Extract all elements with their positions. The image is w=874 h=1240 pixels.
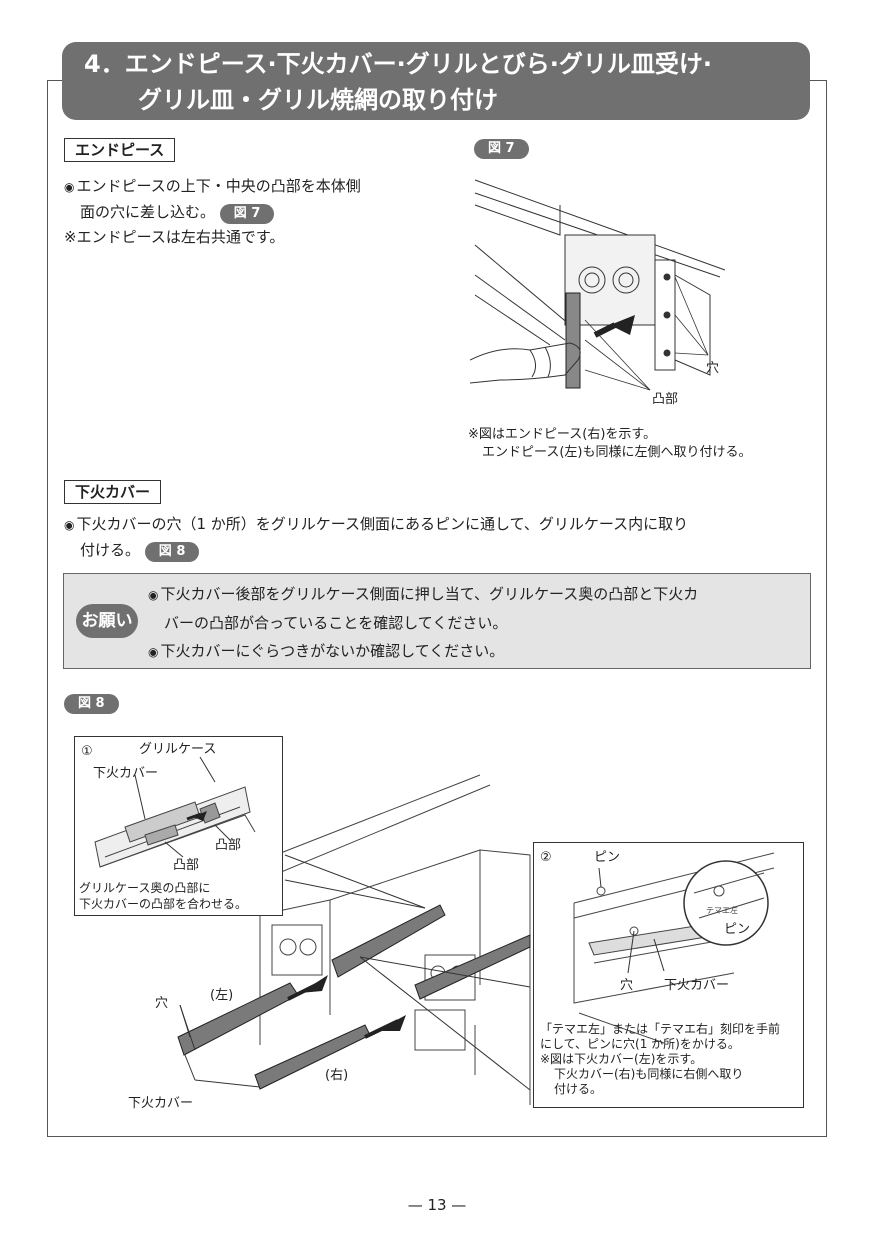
- endpiece-instructions: エンドピースの上下・中央の凸部を本体側 面の穴に差し込む。 図 7 ※エンドピー…: [64, 174, 361, 250]
- inset1-boss-1: 凸部: [215, 838, 241, 853]
- inset2-caption-5: 付ける。: [554, 1082, 602, 1096]
- fig8-hole-label: 穴: [155, 996, 168, 1011]
- inset2-cover: 下火カバー: [664, 978, 729, 993]
- endpiece-text-2: 面の穴に差し込む。: [80, 203, 216, 221]
- fig8-inset-1: ① グリルケース 下火カバー 凸部 凸部 グリルケース奥の凸部に 下火カバーの凸…: [74, 736, 283, 916]
- endpiece-text-1: エンドピースの上下・中央の凸部を本体側: [76, 177, 361, 195]
- inset1-boss-2: 凸部: [173, 858, 199, 873]
- page-number: — 13 —: [407, 1196, 467, 1214]
- request-box: お願い 下火カバー後部をグリルケース側面に押し当て、グリルケース奥の凸部と下火カ…: [63, 573, 811, 669]
- inset2-num: ②: [540, 850, 552, 865]
- fig7-caption: ※図はエンドピース(右)を示す。 エンドピース(左)も同様に左側へ取り付ける。: [468, 426, 752, 462]
- inset1-num: ①: [81, 744, 93, 759]
- inset1-caption-2: 下火カバーの凸部を合わせる。: [79, 896, 247, 911]
- inset1-grill-case: グリルケース: [139, 742, 216, 757]
- fig8-pill: 図 8: [64, 694, 119, 714]
- fig8-inset-2: ② ピン ピン テマエ左 穴 下火カバー 「テマエ左」または「テマエ右」刻印を手…: [533, 842, 804, 1108]
- inset2-hole: 穴: [620, 978, 633, 993]
- inset2-pin-2: ピン: [724, 922, 750, 937]
- fig8-right-label: (右): [325, 1068, 348, 1083]
- fig7-caption-1: ※図はエンドピース(右)を示す。: [468, 427, 657, 442]
- request-line-2: バーの凸部が合っていることを確認してください。: [164, 614, 508, 632]
- fig7-ref-pill: 図 7: [219, 204, 275, 224]
- request-line-3: 下火カバーにぐらつきがないか確認してください。: [160, 642, 505, 660]
- fig7-boss-label: 凸部: [652, 392, 678, 407]
- endpiece-heading: エンドピース: [64, 138, 176, 162]
- section-title: 4．エンドピース·下火カバー·グリルとびら·グリル皿受け· グリル皿・グリル焼網…: [62, 42, 810, 120]
- request-line-1: 下火カバー後部をグリルケース側面に押し当て、グリルケース奥の凸部と下火カ: [160, 585, 699, 603]
- fig8-left-label: (左): [210, 988, 233, 1003]
- inset1-cover: 下火カバー: [93, 766, 158, 781]
- fig7-pill: 図 7: [474, 139, 529, 159]
- inset2-caption-2: にして、ピンに穴(1 か所)をかける。: [540, 1036, 740, 1051]
- fig8-ref-pill: 図 8: [144, 542, 200, 562]
- request-text: 下火カバー後部をグリルケース側面に押し当て、グリルケース奥の凸部と下火カ バーの…: [148, 580, 698, 666]
- inset2-caption-1: 「テマエ左」または「テマエ右」刻印を手前: [540, 1021, 780, 1036]
- title-line-2: グリル皿・グリル焼網の取り付け: [138, 86, 498, 114]
- figure-7-illustration: 穴 凸部: [470, 179, 726, 407]
- inset2-pin: ピン: [594, 850, 620, 865]
- fig8-cover-label: 下火カバー: [128, 1096, 193, 1111]
- inset2-caption-3: ※図は下火カバー(左)を示す。: [540, 1051, 702, 1066]
- figure-8-illustration: 穴 (左) (右) 下火カバー: [128, 774, 531, 1111]
- request-badge: お願い: [76, 604, 138, 638]
- cover-instructions: 下火カバーの穴（1 か所）をグリルケース側面にあるピンに通して、グリルケース内に…: [64, 512, 688, 563]
- fig7-caption-2: エンドピース(左)も同様に左側へ取り付ける。: [482, 445, 752, 460]
- cover-text-1: 下火カバーの穴（1 か所）をグリルケース側面にあるピンに通して、グリルケース内に…: [76, 515, 689, 533]
- fig7-hole-label: 穴: [706, 361, 719, 376]
- cover-text-2: 付ける。: [80, 541, 141, 559]
- title-line-1: 4．エンドピース·下火カバー·グリルとびら·グリル皿受け·: [84, 50, 712, 78]
- endpiece-note: ※エンドピースは左右共通です。: [64, 228, 285, 246]
- cover-heading: 下火カバー: [64, 480, 162, 504]
- inset2-engrave: テマエ左: [706, 905, 738, 915]
- inset2-caption-4: 下火カバー(右)も同様に右側へ取り: [554, 1066, 743, 1081]
- inset1-caption-1: グリルケース奥の凸部に: [79, 880, 210, 895]
